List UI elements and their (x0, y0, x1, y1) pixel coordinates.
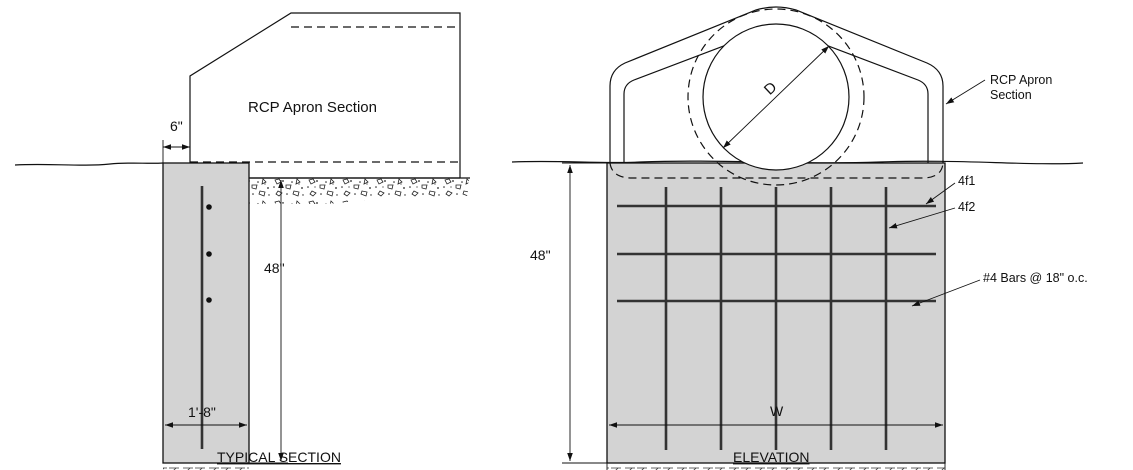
apron-elevation-base-dashed (609, 162, 944, 179)
leader-4f1 (925, 182, 956, 205)
callout-4f1-label: 4f1 (958, 174, 975, 188)
leader-apron-section (945, 79, 986, 105)
rebar-dot-top (206, 204, 212, 210)
apron-section-label: RCP Apron Section (248, 99, 377, 116)
apron-section-outline (189, 12, 461, 178)
rebar-grid (617, 187, 936, 450)
dim-width-elevation-label: W (770, 403, 784, 419)
gravel-bedding (249, 178, 470, 205)
typical-section-title: TYPICAL SECTION (217, 449, 341, 465)
typical-section-view: RCP Apron Section 6" 48" 1'-8" TYPICAL S… (14, 12, 470, 470)
rebar-dot-middle (206, 251, 212, 257)
dim-arrow-diameter (722, 45, 830, 149)
apron-elevation-outer (609, 6, 944, 163)
callout-bars-label: #4 Bars @ 18" o.c. (983, 271, 1088, 285)
pipe-outer-dashed (687, 8, 865, 186)
apron-callout-line1: RCP Apron (990, 73, 1052, 87)
earth-hatch-section (163, 463, 249, 470)
dim-48in-section-label: 48" (264, 260, 285, 276)
elevation-view: D 48" W RCP Apron Section 4f1 4f2 (511, 6, 1088, 470)
elevation-title: ELEVATION (733, 449, 810, 465)
apron-callout-line2: Section (990, 88, 1032, 102)
dim-width-section-label: 1'-8" (188, 404, 216, 420)
leader-4f2 (888, 207, 956, 229)
ground-line-left (14, 162, 164, 166)
toe-wall (162, 162, 250, 464)
callout-4f2-label: 4f2 (958, 200, 975, 214)
dim-48in-elevation-label: 48" (530, 247, 551, 263)
rebar-dot-bottom (206, 297, 212, 303)
leader-bars (911, 279, 981, 307)
earth-hatch-elevation (607, 463, 945, 470)
dim-6in-label: 6" (170, 118, 183, 134)
